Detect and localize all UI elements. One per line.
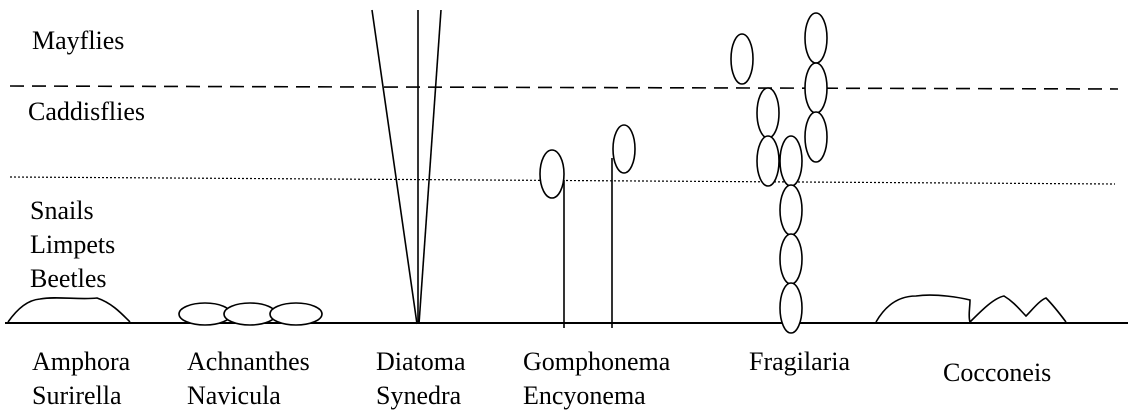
- group-label-surirella: Surirella: [32, 383, 122, 409]
- stalked-cell-1: [540, 150, 564, 198]
- group-label-synedra: Synedra: [376, 383, 461, 409]
- cocconeis-shape: [876, 295, 1066, 322]
- chain-cell: [780, 185, 802, 235]
- diatoma-synedra-shape: [372, 10, 441, 324]
- chain-cell: [805, 112, 827, 162]
- rosette-line-left: [372, 10, 417, 324]
- chain-cell: [805, 63, 827, 113]
- chain-cell: [757, 136, 779, 186]
- zone-label-beetles: Beetles: [30, 266, 107, 292]
- group-label-cocconeis: Cocconeis: [943, 360, 1051, 386]
- chain-cell: [805, 13, 827, 63]
- chain-cell: [780, 234, 802, 284]
- zone-label-mayflies: Mayflies: [32, 28, 124, 54]
- zone-label-caddisflies: Caddisflies: [28, 99, 145, 125]
- rosette-line-right: [419, 10, 441, 324]
- group-label-fragilaria: Fragilaria: [749, 349, 850, 375]
- group-label-encyonema: Encyonema: [523, 383, 646, 409]
- achnanthes-navicula-shape: [179, 303, 322, 325]
- gomphonema-encyonema-shape: [540, 125, 635, 328]
- zone-label-snails: Snails: [30, 198, 94, 224]
- group-label-amphora: Amphora: [32, 349, 130, 375]
- group-label-diatoma: Diatoma: [376, 349, 466, 375]
- chain-cell: [731, 34, 753, 84]
- chain-cell: [757, 88, 779, 138]
- stalked-cell-2: [613, 125, 635, 173]
- group-label-navicula: Navicula: [187, 383, 281, 409]
- amphora-surirella-shape: [8, 298, 130, 322]
- mayfly-caddisfly-boundary-dashed-line: [10, 86, 1118, 89]
- chain-cell: [780, 283, 802, 333]
- prostrate-cell-3: [270, 303, 322, 325]
- fragilaria-shape: [731, 13, 827, 333]
- group-label-gomphonema: Gomphonema: [523, 349, 670, 375]
- chain-cell: [780, 136, 802, 186]
- group-label-achnanthes: Achnanthes: [187, 349, 310, 375]
- prostrate-cell-2: [224, 303, 276, 325]
- zone-label-limpets: Limpets: [30, 232, 115, 258]
